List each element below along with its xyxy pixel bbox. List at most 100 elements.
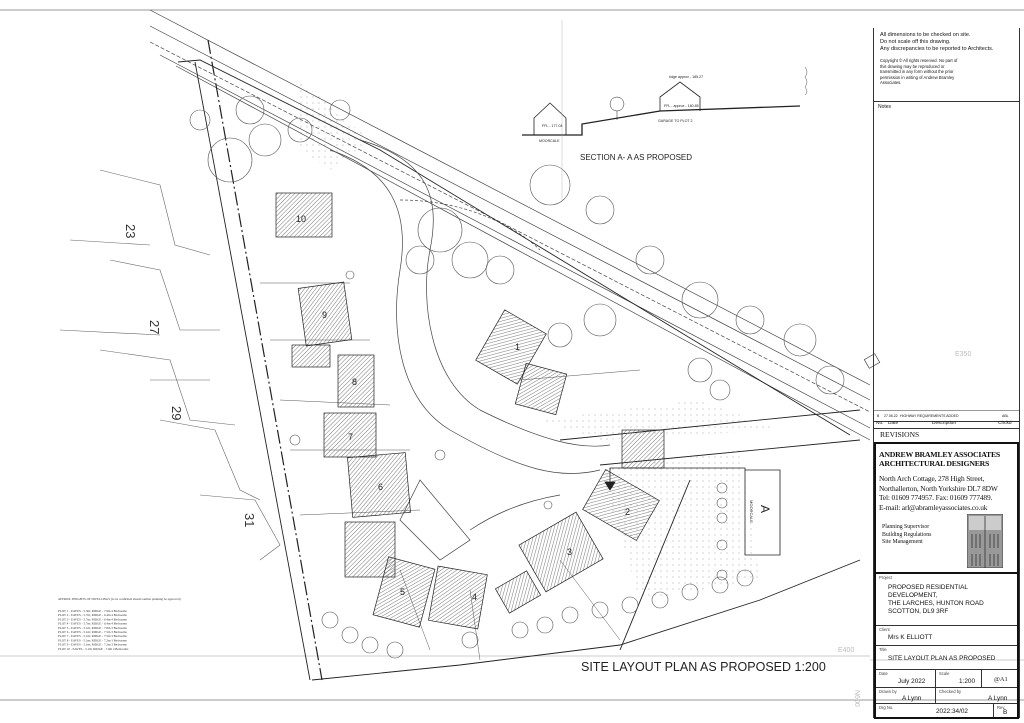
- note-line: PLOT 7 - EAVES - 5.1m; RIDGE - 7.5m 3 Be…: [58, 634, 128, 638]
- checked-label: Checked by: [939, 689, 962, 694]
- site-boundary: [177, 39, 861, 681]
- firm-block: ANDREW BRAMLEY ASSOCIATES ARCHITECTURAL …: [874, 442, 1019, 574]
- tree-icon: [451, 241, 489, 279]
- title-block: All dimensions to be checked on site. Do…: [873, 28, 1020, 719]
- date-value: July 2022: [898, 678, 926, 685]
- tree-icon: [417, 207, 463, 253]
- tree-icon: [341, 626, 359, 644]
- shrub-icon: [716, 482, 728, 494]
- grid-label: E400: [838, 647, 854, 654]
- tree-icon: [687, 357, 713, 383]
- section-title: SECTION A- A AS PROPOSED: [580, 153, 692, 162]
- tree-icon: [783, 323, 817, 357]
- plot-number: 8: [352, 377, 357, 387]
- note-line: PLOT 9 - EAVES - 5.1m; RIDGE - 7.2m 3 Be…: [58, 643, 128, 647]
- note-line: PLOT 10 - EAVES - 5.1m; RIDGE - 7.9m 4 B…: [58, 647, 129, 651]
- project-info: Project PROPOSED RESIDENTIAL DEVELOPMENT…: [874, 574, 1019, 719]
- drawing-number-cell: Drg No. 2022:34/02: [876, 704, 994, 717]
- revision-header: No. Date Description Chckd: [874, 420, 1019, 429]
- moorcale-label: MOORCALE: [539, 139, 560, 143]
- title-label: Title: [879, 647, 887, 652]
- note-line: PLOT 1 - EAVES - 5.3m; RIDGE - 7.9m 4 Be…: [58, 609, 128, 613]
- checked-by-cell: Checked by A Lynn: [936, 688, 1017, 704]
- dwelling-heights-notes: APPROX. HEIGHTS OF DWELLINGS (to be conf…: [58, 597, 181, 651]
- house-plot-10: [275, 192, 333, 238]
- plot-number: 6: [378, 482, 383, 492]
- revision-checked: ABL: [1002, 414, 1009, 418]
- garage-plot-1: [514, 362, 568, 416]
- garage-plot-5: [372, 556, 436, 628]
- road: [149, 9, 881, 441]
- note-line: PLOT 5 - EAVES - 5.1m; RIDGE - 7.8m 3 Be…: [58, 626, 128, 630]
- tree-icon: [248, 123, 282, 157]
- address-line: Northallerton, North Yorkshire DL7 8DW: [879, 483, 998, 493]
- tree-icon: [681, 583, 699, 601]
- tree-icon: [345, 270, 355, 280]
- tree-icon: [287, 117, 313, 143]
- garage-plot-2: [621, 429, 665, 469]
- house-plot-1: [475, 309, 547, 385]
- grid-label: N600: [853, 690, 860, 707]
- section-a-a: [522, 20, 808, 200]
- checked-value: A Lynn: [988, 695, 1008, 702]
- grid-label: E350: [955, 351, 971, 358]
- drawn-label: Drawn by: [879, 689, 897, 694]
- service: Site Management: [882, 539, 923, 546]
- tree-icon: [529, 164, 571, 206]
- revision-date: 27.06.22: [884, 414, 898, 418]
- project-cell: Project PROPOSED RESIDENTIAL DEVELOPMENT…: [876, 574, 1017, 626]
- tree-icon: [681, 281, 719, 319]
- revision-row: B 27.06.22 HIGHWAY REQUIREMENTS ADDED AB…: [874, 410, 1019, 422]
- header-no: No.: [876, 421, 884, 426]
- tree-icon: [735, 305, 765, 335]
- ridge-label: ridge approx - 185.27: [669, 75, 703, 79]
- sheet-size-cell: @A1: [982, 670, 1017, 688]
- trees: [189, 95, 845, 659]
- house-plot-7: [323, 412, 377, 458]
- client-label: Client: [879, 627, 890, 632]
- section-marker-a: A MOORCALE: [604, 467, 781, 556]
- tree-icon: [711, 576, 729, 594]
- rev-value: B: [1003, 709, 1008, 716]
- service: Planning Supervisor: [882, 524, 930, 530]
- ffl-garage-label: FFL - approx - 180.85: [664, 104, 699, 108]
- note-line: PLOT 2 - EAVES - 5.7m; RIDGE - 6.4m 4 Be…: [58, 613, 128, 617]
- tree-icon: [386, 641, 404, 659]
- house-plot-8: [337, 354, 375, 408]
- tree-icon: [651, 591, 669, 609]
- project-line: DEVELOPMENT,: [888, 592, 938, 599]
- revision-description: HIGHWAY REQUIREMENTS ADDED: [900, 414, 959, 418]
- plot-number: 1: [515, 342, 520, 352]
- client-cell: Client Mrs K ELLIOTT: [876, 626, 1017, 646]
- header-checked: Chckd: [998, 421, 1012, 426]
- tree-icon: [635, 245, 665, 275]
- plot-number: 3: [567, 547, 572, 557]
- tree-icon: [736, 569, 754, 587]
- plot-number: 5: [400, 587, 405, 597]
- house-plot-9: [297, 281, 353, 347]
- header-date: Date: [888, 421, 899, 426]
- shrub-icon: [716, 569, 728, 581]
- tree-icon: [485, 255, 515, 285]
- section-garage: [659, 81, 701, 111]
- tree-icon: [815, 365, 845, 395]
- date-label: Date: [879, 671, 888, 676]
- house-plot-3: [518, 511, 604, 593]
- tree-icon: [289, 434, 301, 446]
- neighbour-29: 29: [169, 406, 184, 420]
- shrub-icon: [716, 497, 728, 509]
- firm-logo-icon: [967, 514, 1003, 568]
- tree-icon: [561, 606, 579, 624]
- drg-value: 2022:34/02: [936, 708, 968, 715]
- tree-icon: [189, 109, 211, 131]
- project-line: PROPOSED RESIDENTIAL: [888, 584, 968, 591]
- note-line: PLOT 4 - EAVES - 5.7m; RIDGE - 6.4m 4 Be…: [58, 622, 128, 626]
- tree-icon: [207, 137, 253, 183]
- ffl-moorcale-label: FFL - 177.04: [542, 124, 562, 128]
- address-line: North Arch Cottage, 278 High Street,: [879, 474, 985, 483]
- disclaimer-line: All dimensions to be checked on site.: [880, 32, 971, 38]
- houses: [275, 192, 665, 630]
- section-house-moorcale: [533, 102, 567, 135]
- project-line: SCOTTON, DL9 3RF: [888, 608, 949, 615]
